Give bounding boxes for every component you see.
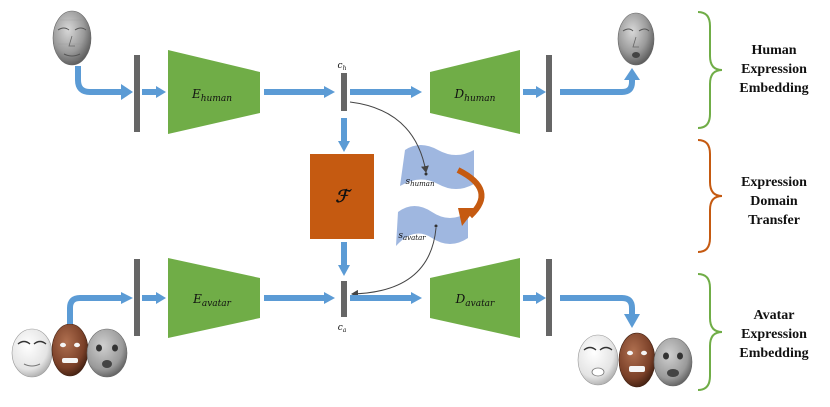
avatar-heads-output-icon [577,332,693,388]
avatar-embedding-bracket [697,273,723,391]
arrow-e-avatar-to-ca-head [324,292,335,304]
ca-to-avatar-space-link [351,227,437,298]
avatar-space-label: savatar [398,231,426,242]
human-head-input-icon [52,10,92,66]
avatar-space-wave [396,206,468,246]
human-space-point [424,172,428,176]
output-arrow-avatar [560,295,635,316]
input-arrow-avatar-head [121,292,133,304]
input-bar-human [134,55,140,132]
output-arrow-avatar-head [624,314,640,328]
input-bar-avatar [134,259,140,336]
code-bar-human [341,73,347,111]
avatar-space-point [434,224,438,228]
domain-transfer-line-1: Expression [741,175,807,190]
avatar-embedding-line-3: Embedding [739,346,809,361]
avatar-embedding-line-2: Expression [741,327,807,342]
human-space-wave [400,145,474,189]
decoder-human-block [430,50,520,134]
avatar-embedding-line-1: Avatar [753,308,795,323]
human-embedding-bracket [697,11,723,129]
domain-transfer-line-2: Domain [750,194,798,209]
encoder-human-label: Ehuman [191,87,232,104]
ch-to-human-space-link [349,101,429,173]
output-bar-avatar [546,259,552,336]
human-embedding-label: Human Expression Embedding [719,41,829,98]
output-arrow-human-head [624,68,640,80]
human-head-output-icon [617,12,655,66]
domain-mapping-curve-head [458,208,476,226]
code-human-label: ch [338,61,347,72]
human-space-label: shuman [406,177,435,188]
arrow-ca-to-d-avatar-head [411,292,422,304]
arrow-transfer-to-ca-head [338,265,350,276]
input-arrow-avatar [67,295,122,324]
human-embedding-line-1: Human [751,43,797,58]
domain-transfer-bracket [697,139,723,253]
output-arrow-human [560,78,635,95]
domain-transfer-label: Expression Domain Transfer [719,173,829,230]
encoder-avatar-label: Eavatar [192,292,232,309]
input-arrow-human-head [121,84,133,100]
input-arrow-human [75,66,122,95]
arrow-bar-to-e-avatar-head [156,292,166,304]
avatar-heads-input-icon [11,323,128,378]
decoder-human-label: Dhuman [454,87,496,104]
arrow-e-human-to-ch-head [324,86,335,98]
arrow-d-avatar-to-bar-head [536,292,546,304]
human-embedding-line-3: Embedding [739,81,809,96]
domain-mapping-curve [456,167,485,219]
domain-transfer-line-3: Transfer [748,213,800,228]
arrow-d-human-to-bar-head [536,86,546,98]
output-bar-human [546,55,552,132]
human-embedding-line-2: Expression [741,62,807,77]
code-avatar-label: ca [338,323,347,334]
arrow-ch-to-transfer-head [338,141,350,152]
encoder-human-block [168,50,260,134]
transfer-function-block [310,154,374,239]
decoder-avatar-block [430,258,520,338]
arrow-bar-to-e-human-head [156,86,166,98]
code-bar-avatar [341,281,347,317]
avatar-embedding-label: Avatar Expression Embedding [719,306,829,363]
decoder-avatar-label: Davatar [455,292,495,309]
transfer-function-label: ℱ [335,187,352,207]
arrow-ch-to-d-human-head [411,86,422,98]
encoder-avatar-block [168,258,260,338]
